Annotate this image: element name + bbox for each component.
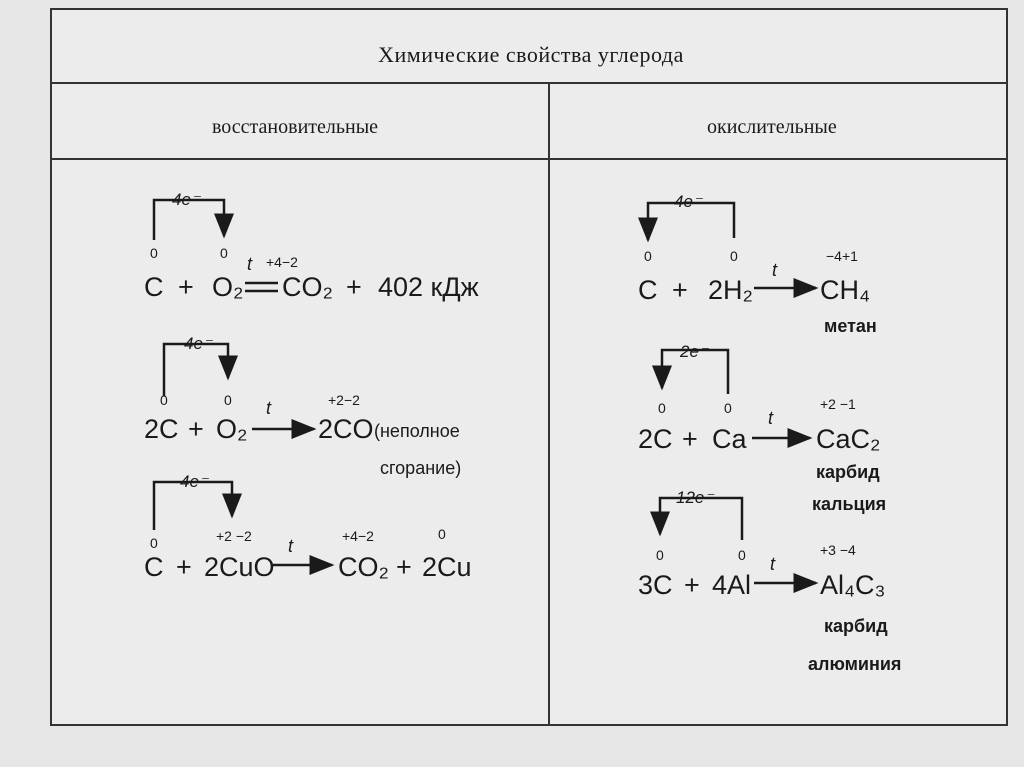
reactant: 2H₂ xyxy=(708,275,753,305)
energy-value: 402 кДж xyxy=(378,272,479,302)
oxidation-state: 0 xyxy=(738,547,746,563)
title-divider xyxy=(52,82,1006,84)
product: Al₄C₃ xyxy=(820,570,886,600)
electron-label: 4e⁻ xyxy=(172,190,200,209)
oxidation-state: +4−2 xyxy=(266,254,298,270)
electron-transfer-diagram xyxy=(152,198,819,593)
oxidation-state: +2 −2 xyxy=(216,528,252,544)
oxidation-state: 0 xyxy=(220,245,228,261)
plus-sign: + xyxy=(682,424,698,454)
oxidation-state: 0 xyxy=(724,400,732,416)
product: CO₂ xyxy=(282,272,333,302)
oxidation-state: 0 xyxy=(160,392,168,408)
column-divider xyxy=(548,84,550,724)
table-title: Химические свойства углерода xyxy=(378,42,684,67)
reactant: 3C xyxy=(638,570,673,600)
plus-sign: + xyxy=(672,275,688,305)
plus-sign: + xyxy=(176,552,192,582)
plus-sign: + xyxy=(346,272,362,302)
oxidation-state: +2−2 xyxy=(328,392,360,408)
plus-sign: + xyxy=(188,414,204,444)
product-name: алюминия xyxy=(808,654,902,674)
oxidation-state: +3 −4 xyxy=(820,542,856,558)
product-name: метан xyxy=(824,316,877,336)
condition-t: t xyxy=(768,408,774,428)
header-divider xyxy=(52,158,1006,160)
product: 2CO xyxy=(318,414,374,444)
reactant: O₂ xyxy=(212,272,244,302)
electron-label: 4e⁻ xyxy=(184,334,212,353)
reactant: C xyxy=(144,552,164,582)
oxidation-state: 0 xyxy=(224,392,232,408)
electron-label: 12e⁻ xyxy=(676,488,714,507)
product: 2Cu xyxy=(422,552,472,582)
oxidation-state: +2 −1 xyxy=(820,396,856,412)
product-name: кальция xyxy=(812,494,887,514)
product: CaC₂ xyxy=(816,424,881,454)
column-header-reducing: восстановительные xyxy=(212,116,379,138)
oxidation-state: 0 xyxy=(150,245,158,261)
note: (неполное xyxy=(374,421,460,441)
reactant: O₂ xyxy=(216,414,248,444)
oxidation-state: 0 xyxy=(644,248,652,264)
reactant: 2CuO xyxy=(204,552,275,582)
oxidation-state: 0 xyxy=(658,400,666,416)
plus-sign: + xyxy=(684,570,700,600)
reactant: 2C xyxy=(638,424,673,454)
product: CO₂ xyxy=(338,552,389,582)
condition-t: t xyxy=(266,398,272,418)
oxidation-state: 0 xyxy=(730,248,738,264)
reactant: C xyxy=(144,272,164,302)
electron-label: 2e⁻ xyxy=(680,342,708,361)
oxidation-state: 0 xyxy=(656,547,664,563)
oxidation-state: 0 xyxy=(438,526,446,542)
properties-table: Химические свойства углерода восстановит… xyxy=(50,8,1008,726)
reactant: 2C xyxy=(144,414,179,444)
reactant: 4Al xyxy=(712,570,752,600)
condition-t: t xyxy=(770,554,776,574)
electron-label: 4e⁻ xyxy=(180,472,208,491)
oxidation-state: −4+1 xyxy=(826,248,858,264)
reactant: Ca xyxy=(712,424,747,454)
column-header-oxidizing: окислительные xyxy=(707,116,837,138)
electron-label: 4e⁻ xyxy=(674,192,702,211)
product: CH₄ xyxy=(820,275,871,305)
oxidation-state: 0 xyxy=(150,535,158,551)
product-name: карбид xyxy=(816,462,880,482)
product-name: карбид xyxy=(824,616,888,636)
note: сгорание) xyxy=(380,458,462,478)
reactant: C xyxy=(638,275,658,305)
plus-sign: + xyxy=(178,272,194,302)
oxidation-state: +4−2 xyxy=(342,528,374,544)
plus-sign: + xyxy=(396,552,412,582)
condition-t: t xyxy=(772,260,778,280)
condition-t: t xyxy=(288,536,294,556)
condition-t: t xyxy=(247,254,253,274)
